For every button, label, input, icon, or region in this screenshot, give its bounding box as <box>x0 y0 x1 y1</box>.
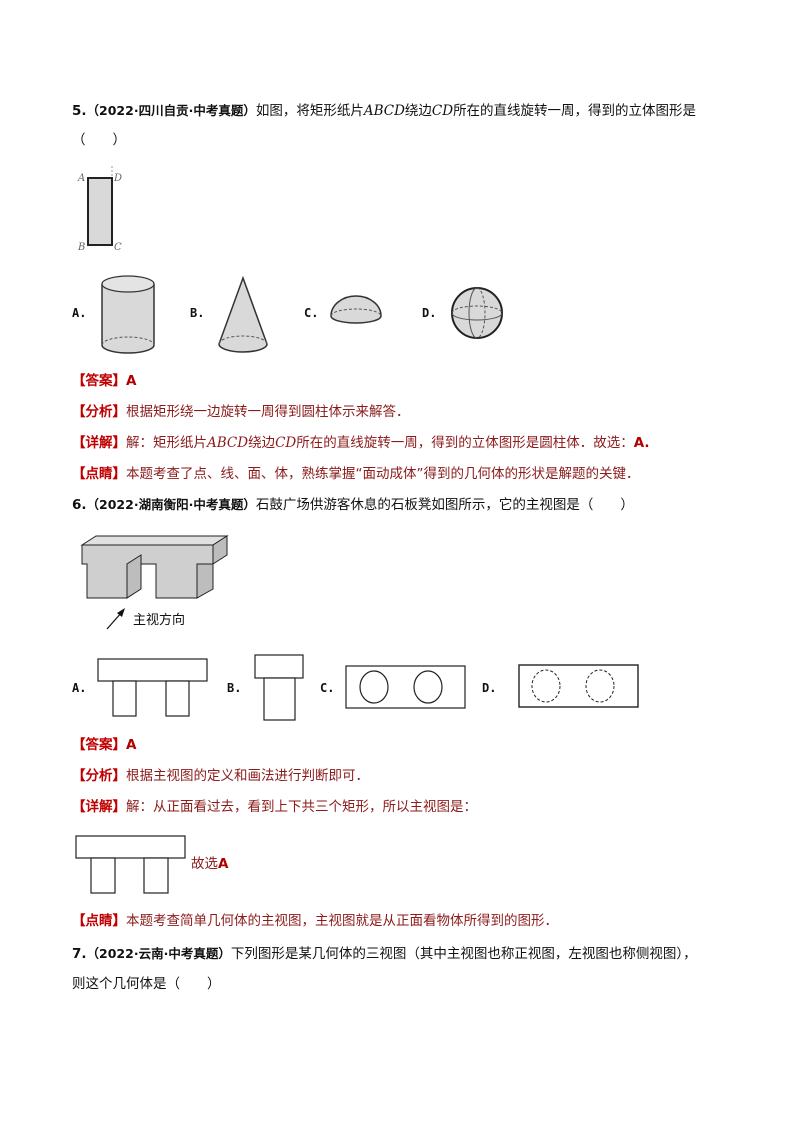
detail-text: 解：从正面看过去，看到上下共三个矩形，所以主视图是： <box>126 799 477 815</box>
q5-source: （2022·四川自贡·中考真题） <box>86 103 256 118</box>
q6-source: （2022·湖南衡阳·中考真题） <box>86 497 256 512</box>
q5-option-c-label[interactable]: C. <box>304 306 319 320</box>
q6-option-d-label[interactable]: D. <box>482 681 497 695</box>
bench-side-view-icon[interactable] <box>254 654 304 722</box>
q5-answer: 【答案】A <box>72 371 136 391</box>
q5-blank: （ ） <box>72 132 126 148</box>
analysis-tag: 【分析】 <box>72 404 126 420</box>
q7-source: （2022·云南·中考真题） <box>86 946 231 961</box>
choose-text: 故选 <box>191 856 218 872</box>
q5-option-d-label[interactable]: D. <box>422 306 437 320</box>
analysis-tag: 【分析】 <box>72 768 126 784</box>
q6-comment: 【点睛】本题考查简单几何体的主视图，主视图就是从正面看物体所得到的图形． <box>72 911 558 931</box>
q6-number: 6. <box>72 497 87 513</box>
q5-stem-text: 绕边 <box>404 103 432 119</box>
sphere-icon[interactable] <box>451 287 505 341</box>
q5-stem: 5.（2022·四川自贡·中考真题）如图，将矩形纸片ABCD绕边CD所在的直线旋… <box>72 101 696 121</box>
choose-answer: A <box>218 856 229 872</box>
top-view-solid-circles-icon[interactable] <box>345 665 467 711</box>
label-a: A <box>77 173 85 184</box>
q7-number: 7. <box>72 946 87 962</box>
q6-option-c-label[interactable]: C. <box>320 681 335 695</box>
q7-stem: 7.（2022·云南·中考真题）下列图形是某几何体的三视图（其中主视图也称正视图… <box>72 944 697 964</box>
stone-bench-figure <box>80 535 229 599</box>
cylinder-icon[interactable] <box>100 274 156 360</box>
q6-analysis: 【分析】根据主视图的定义和画法进行判断即可． <box>72 766 369 786</box>
analysis-text: 根据主视图的定义和画法进行判断即可． <box>126 768 369 784</box>
comment-text: 本题考查简单几何体的主视图，主视图就是从正面看物体所得到的图形． <box>126 913 558 929</box>
q5-abcd: ABCD <box>363 103 405 119</box>
detail-abcd: ABCD <box>207 435 249 451</box>
answer-value: A <box>126 737 137 753</box>
q6-stem: 6.（2022·湖南衡阳·中考真题）石鼓广场供游客休息的石板凳如图所示，它的主视… <box>72 495 634 515</box>
bench-front-view-answer-figure <box>75 835 186 894</box>
q5-rectangle-figure: A D B C <box>77 166 122 253</box>
answer-tag: 【答案】 <box>72 373 126 389</box>
q5-detail: 【详解】解：矩形纸片ABCD绕边CD所在的直线旋转一周，得到的立体图形是圆柱体．… <box>72 433 650 453</box>
q6-stem-text: 石鼓广场供游客休息的石板凳如图所示，它的主视图是（ ） <box>255 497 634 513</box>
q5-comment: 【点睛】本题考查了点、线、面、体，熟练掌握“面动成体”得到的几何体的形状是解题的… <box>72 464 640 484</box>
detail-answer: A. <box>633 435 650 451</box>
detail-text: 解：矩形纸片 <box>126 435 207 451</box>
analysis-text: 根据矩形绕一边旋转一周得到圆柱体示来解答． <box>126 404 410 420</box>
q6-detail: 【详解】解：从正面看过去，看到上下共三个矩形，所以主视图是： <box>72 797 477 817</box>
label-c: C <box>114 242 122 253</box>
q7-stem-line2: 则这个几何体是（ ） <box>72 976 221 992</box>
q6-option-a-label[interactable]: A. <box>72 681 87 695</box>
label-d: D <box>113 173 122 184</box>
top-view-dashed-circles-icon[interactable] <box>518 664 640 710</box>
q5-analysis: 【分析】根据矩形绕一边旋转一周得到圆柱体示来解答． <box>72 402 410 422</box>
q6-option-b-label[interactable]: B. <box>227 681 242 695</box>
comment-text: 本题考查了点、线、面、体，熟练掌握“面动成体”得到的几何体的形状是解题的关键． <box>126 466 640 482</box>
answer-value: A <box>126 373 137 389</box>
detail-tag: 【详解】 <box>72 799 126 815</box>
detail-text: 绕边 <box>248 435 276 451</box>
detail-tag: 【详解】 <box>72 435 126 451</box>
q5-stem-text: 如图，将矩形纸片 <box>255 103 364 119</box>
comment-tag: 【点睛】 <box>72 466 126 482</box>
q6-choose: 故选A <box>191 854 228 874</box>
arrow-icon <box>106 608 125 630</box>
q6-answer: 【答案】A <box>72 735 136 755</box>
view-direction-label: 主视方向 <box>133 613 186 628</box>
q5-cd: CD <box>431 103 454 119</box>
label-b: B <box>77 242 85 253</box>
q5-number: 5. <box>72 103 87 119</box>
q7-stem-text: 下列图形是某几何体的三视图（其中主视图也称正视图，左视图也称侧视图）， <box>230 946 697 962</box>
q5-option-b-label[interactable]: B. <box>190 306 205 320</box>
hemisphere-icon[interactable] <box>329 295 383 332</box>
q5-option-a-label[interactable]: A. <box>72 306 87 320</box>
detail-text: 所在的直线旋转一周，得到的立体图形是圆柱体．故选： <box>296 435 634 451</box>
detail-cd: CD <box>275 435 297 451</box>
bench-front-view-icon[interactable] <box>97 658 209 718</box>
answer-tag: 【答案】 <box>72 737 126 753</box>
cone-icon[interactable] <box>216 275 272 357</box>
comment-tag: 【点睛】 <box>72 913 126 929</box>
q5-stem-text: 所在的直线旋转一周，得到的立体图形是 <box>453 103 697 119</box>
